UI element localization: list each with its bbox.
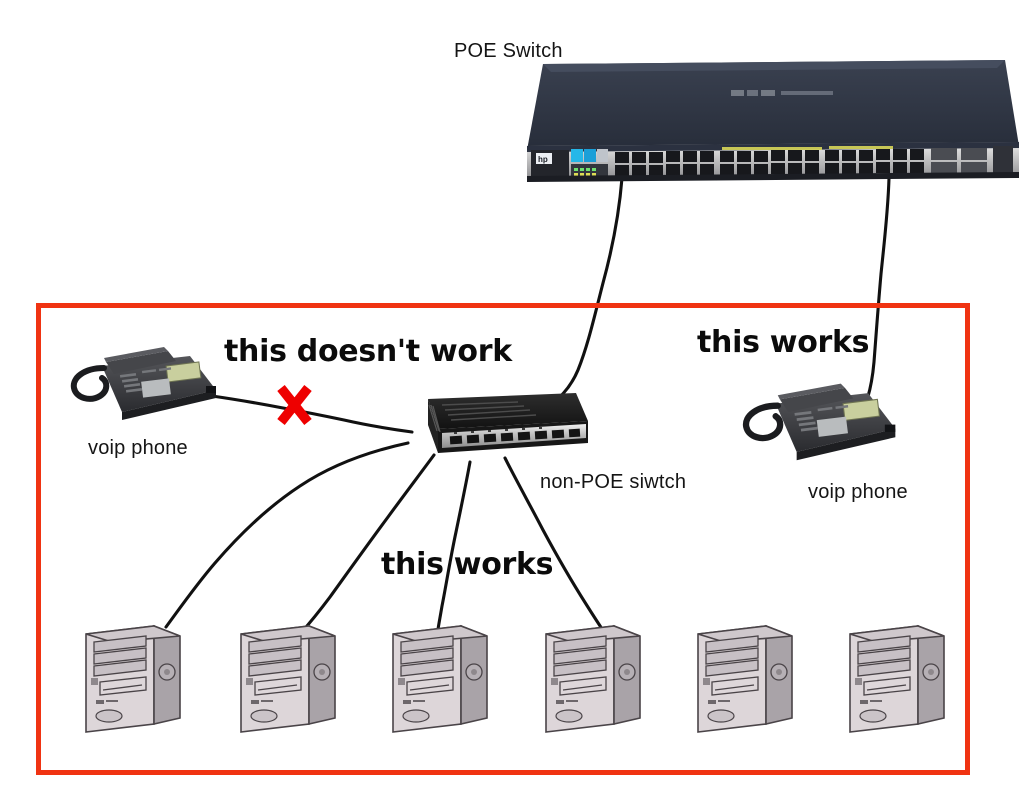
pc-optical-drive xyxy=(406,676,454,696)
pc-drive-bays xyxy=(553,635,607,677)
non-poe-switch-leds xyxy=(454,427,542,434)
phone-base-edge xyxy=(796,428,896,461)
poe-switch-right-end xyxy=(993,146,1013,176)
phone-keypad xyxy=(119,367,172,398)
pc-brand-mark xyxy=(708,700,730,704)
phone-cord xyxy=(742,402,784,442)
voip-phone-right-label: voip phone xyxy=(808,481,908,503)
pc-tower-6[interactable] xyxy=(842,620,952,740)
pc-brand-mark xyxy=(556,700,578,704)
pc-tower-3[interactable] xyxy=(385,620,495,740)
pc-drive-bays xyxy=(857,635,911,677)
pc-optical-drive xyxy=(559,676,607,696)
pc-optical-drive xyxy=(863,676,911,696)
cable-nonpoe-to-pc-4 xyxy=(503,456,612,643)
pc-front-ports xyxy=(91,678,98,685)
phone-network-jack xyxy=(206,386,216,393)
poe-switch-control-area: hp xyxy=(531,149,608,178)
phone-base-edge xyxy=(122,390,216,420)
pc-drive-bays xyxy=(93,635,147,677)
cable-nonpoe-to-pc-3 xyxy=(435,460,472,638)
pc-power-button[interactable] xyxy=(250,709,278,723)
pc-power-button[interactable] xyxy=(95,709,123,723)
poe-switch-top-panel xyxy=(527,60,1019,150)
pc-power-button[interactable] xyxy=(402,709,430,723)
voip-phone-right[interactable] xyxy=(735,370,915,475)
pc-front-ports xyxy=(855,678,862,685)
pc-front-ports xyxy=(551,678,558,685)
non-poe-switch-side-vents xyxy=(428,404,441,433)
phone-handset xyxy=(779,387,854,412)
pc-drive-bays xyxy=(400,635,454,677)
pc-side-vent-hub xyxy=(928,669,934,675)
pc-front-ports xyxy=(246,678,253,685)
poe-switch-top-highlight xyxy=(543,60,1005,72)
non-poe-switch-side xyxy=(428,399,438,453)
cross-mark-icon xyxy=(277,385,312,425)
pc-power-button[interactable] xyxy=(859,709,887,723)
poe-switch-led-strip xyxy=(722,146,893,150)
voip-phone-left[interactable] xyxy=(64,334,234,434)
poe-switch-uplink-slots xyxy=(931,148,987,174)
pc-side-vent-hub xyxy=(776,669,782,675)
pc-tower-1[interactable] xyxy=(78,620,188,740)
annotation-doesnt-work: this doesn't work xyxy=(224,334,512,369)
pc-power-button[interactable] xyxy=(707,709,735,723)
poe-switch-label: POE Switch xyxy=(454,40,563,62)
pc-optical-drive xyxy=(254,676,302,696)
poe-switch-port-array xyxy=(615,146,1013,176)
non-poe-switch-vents xyxy=(441,401,537,421)
non-poe-switch-ports xyxy=(449,428,581,445)
pc-drive-bays xyxy=(705,635,759,677)
pc-side-vent-hub xyxy=(471,669,477,675)
phone-network-jack xyxy=(884,424,896,432)
phone-display xyxy=(842,398,881,421)
poe-switch-branding xyxy=(731,90,833,96)
non-poe-switch-label: non-POE siwtch xyxy=(540,471,687,493)
cable-nonpoe-to-pc-1 xyxy=(164,441,410,629)
pc-tower-2[interactable] xyxy=(233,620,343,740)
highlight-box xyxy=(36,303,970,775)
pc-side-vent-hub xyxy=(624,669,630,675)
cable-voip-left-to-nonpoe xyxy=(210,394,414,434)
phone-handset xyxy=(106,351,176,374)
pc-brand-mark xyxy=(96,700,118,704)
annotation-works-right: this works xyxy=(697,325,870,360)
phone-handset-top xyxy=(777,383,845,400)
svg-text:hp: hp xyxy=(538,155,548,164)
phone-cord xyxy=(70,365,110,402)
pc-power-button[interactable] xyxy=(555,709,583,723)
annotation-works-pcs: this works xyxy=(381,547,554,582)
pc-tower-4[interactable] xyxy=(538,620,648,740)
cable-poe-to-nonpoe xyxy=(543,176,624,411)
pc-front-ports xyxy=(703,678,710,685)
poe-switch-device[interactable]: hp xyxy=(519,58,1019,186)
phone-display xyxy=(165,361,202,383)
cable-poe-to-voip-right xyxy=(860,176,891,415)
pc-side-vent-hub xyxy=(164,669,170,675)
pc-brand-mark xyxy=(860,700,882,704)
pc-optical-drive xyxy=(711,676,759,696)
voip-phone-left-label: voip phone xyxy=(88,437,188,459)
cable-nonpoe-to-pc-2 xyxy=(298,453,436,636)
pc-side-vent-hub xyxy=(319,669,325,675)
pc-front-ports xyxy=(398,678,405,685)
pc-optical-drive xyxy=(99,676,147,696)
phone-keypad xyxy=(794,404,849,437)
non-poe-switch-device[interactable] xyxy=(398,391,598,473)
poe-switch-bottom-edge xyxy=(527,172,1019,182)
pc-brand-mark xyxy=(403,700,425,704)
pc-drive-bays xyxy=(248,635,302,677)
pc-tower-5[interactable] xyxy=(690,620,800,740)
phone-handset-top xyxy=(104,347,168,362)
pc-brand-mark xyxy=(251,700,273,704)
